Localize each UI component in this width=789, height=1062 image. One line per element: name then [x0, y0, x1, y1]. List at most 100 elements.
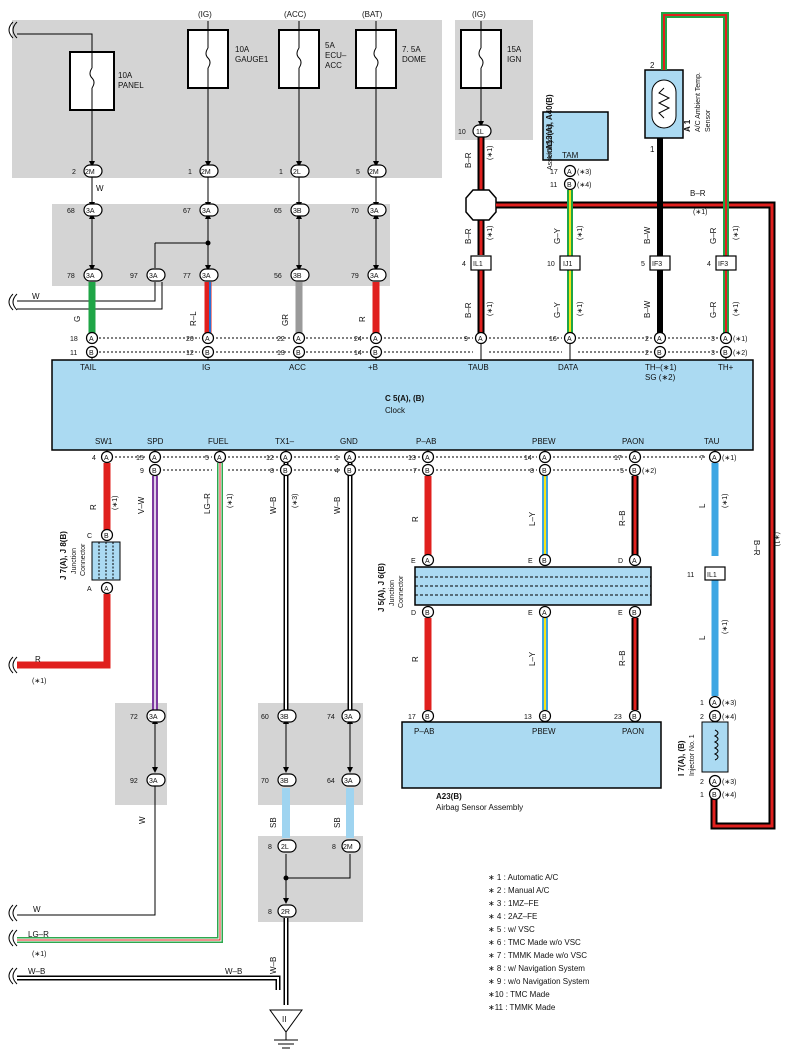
svg-text:3: 3	[711, 336, 715, 343]
svg-text:A 1: A 1	[683, 119, 692, 132]
svg-text:B–R: B–R	[464, 152, 473, 168]
svg-text:W–B: W–B	[225, 967, 242, 976]
svg-text:E: E	[411, 558, 416, 565]
svg-text:7: 7	[700, 455, 704, 462]
svg-text:11: 11	[550, 182, 557, 189]
svg-text:(∗2): (∗2)	[642, 468, 656, 475]
svg-text:12: 12	[186, 350, 194, 357]
svg-text:W–B: W–B	[333, 497, 342, 514]
svg-text:3A: 3A	[149, 273, 158, 280]
upper-wires	[17, 88, 484, 310]
svg-text:G–Y: G–Y	[553, 227, 562, 244]
svg-text:P–AB: P–AB	[416, 437, 436, 446]
footnotes: ∗ 1 : Automatic A/C ∗ 2 : Manual A/C ∗ 3…	[488, 873, 590, 1012]
svg-text:A: A	[347, 455, 352, 462]
svg-text:(∗1): (∗1)	[693, 209, 707, 216]
break-mark	[8, 929, 18, 947]
svg-text:(∗1): (∗1)	[487, 302, 494, 316]
svg-text:A: A	[478, 336, 483, 343]
svg-text:∗ 6 : TMC Made w/o VSC: ∗ 6 : TMC Made w/o VSC	[488, 938, 581, 947]
svg-text:72: 72	[130, 714, 138, 721]
svg-text:8: 8	[268, 844, 272, 851]
svg-text:W: W	[32, 292, 40, 301]
svg-text:17: 17	[550, 169, 558, 176]
svg-text:Junction: Junction	[389, 580, 396, 606]
svg-text:(∗1): (∗1)	[227, 494, 234, 508]
svg-text:2L: 2L	[281, 844, 289, 851]
svg-text:5: 5	[205, 455, 209, 462]
svg-text:C 5(A), (B): C 5(A), (B)	[385, 394, 424, 403]
svg-text:2: 2	[645, 336, 649, 343]
svg-text:C: C	[87, 533, 92, 540]
svg-text:17: 17	[614, 455, 622, 462]
svg-text:(∗4): (∗4)	[722, 714, 736, 721]
svg-text:PBEW: PBEW	[532, 727, 556, 736]
svg-text:B: B	[657, 350, 662, 357]
svg-text:LG–R: LG–R	[203, 493, 212, 514]
injector-no1	[701, 721, 729, 773]
svg-text:TH–(∗1): TH–(∗1)	[645, 363, 677, 372]
svg-text:R: R	[35, 655, 41, 664]
break-mark	[8, 904, 18, 922]
svg-text:FUEL: FUEL	[208, 437, 229, 446]
svg-text:10A: 10A	[118, 71, 133, 80]
svg-text:2M: 2M	[343, 844, 353, 851]
svg-text:A/C Ambient Temp.: A/C Ambient Temp.	[695, 72, 702, 132]
svg-text:5A: 5A	[325, 41, 335, 50]
svg-text:PANEL: PANEL	[118, 81, 144, 90]
svg-text:74: 74	[327, 714, 335, 721]
svg-text:A: A	[104, 586, 109, 593]
svg-text:R: R	[411, 516, 420, 522]
svg-text:15: 15	[136, 455, 144, 462]
svg-text:7. 5A: 7. 5A	[402, 45, 421, 54]
svg-text:A: A	[542, 455, 547, 462]
svg-text:ACC: ACC	[289, 363, 306, 372]
fuse-ign: (IG) 15A IGN	[460, 10, 522, 89]
svg-text:B: B	[205, 350, 210, 357]
svg-text:TAUB: TAUB	[468, 363, 489, 372]
svg-text:B: B	[712, 714, 717, 721]
svg-text:B–R: B–R	[464, 228, 473, 244]
svg-text:24: 24	[354, 336, 362, 343]
svg-text:(IG): (IG)	[198, 10, 212, 19]
svg-text:W: W	[33, 905, 41, 914]
svg-text:13: 13	[408, 455, 416, 462]
svg-text:B: B	[712, 792, 717, 799]
svg-text:1: 1	[700, 792, 704, 799]
svg-text:(∗3): (∗3)	[722, 779, 736, 786]
svg-text:G–R: G–R	[709, 227, 718, 244]
svg-text:SW1: SW1	[95, 437, 113, 446]
svg-text:SG (∗2): SG (∗2)	[645, 373, 676, 382]
svg-text:A23(B): A23(B)	[436, 792, 462, 801]
fuse-panel: 10A PANEL	[17, 33, 144, 111]
svg-text:A: A	[712, 779, 717, 786]
svg-text:10A: 10A	[235, 45, 250, 54]
svg-text:PBEW: PBEW	[532, 437, 556, 446]
svg-text:4: 4	[462, 261, 466, 268]
svg-text:L: L	[698, 635, 707, 640]
svg-text:A/C Control: A/C Control	[547, 123, 554, 160]
svg-text:V–W: V–W	[137, 496, 146, 514]
svg-text:A: A	[205, 336, 210, 343]
svg-text:∗ 5 : w/ VSC: ∗ 5 : w/ VSC	[488, 925, 535, 934]
ground-symbol	[269, 1009, 303, 1033]
svg-text:∗10 : TMC Made: ∗10 : TMC Made	[488, 990, 550, 999]
svg-text:∗ 3 : 1MZ–FE: ∗ 3 : 1MZ–FE	[488, 899, 539, 908]
svg-text:2L: 2L	[293, 169, 301, 176]
svg-text:17: 17	[408, 714, 416, 721]
svg-text:E: E	[528, 610, 533, 617]
svg-text:77: 77	[183, 273, 191, 280]
svg-text:(∗1): (∗1)	[722, 620, 729, 634]
svg-text:Airbag Sensor Assembly: Airbag Sensor Assembly	[436, 803, 523, 812]
svg-text:A: A	[425, 558, 430, 565]
clock-module	[51, 359, 754, 451]
svg-text:W–B: W–B	[28, 967, 45, 976]
svg-text:B: B	[152, 468, 157, 475]
svg-text:14: 14	[524, 455, 532, 462]
svg-text:18: 18	[70, 336, 78, 343]
svg-text:II: II	[282, 1015, 286, 1024]
pin-dashes	[95, 337, 718, 471]
svg-text:A: A	[712, 455, 717, 462]
svg-text:R: R	[358, 316, 367, 322]
svg-text:TAU: TAU	[704, 437, 720, 446]
